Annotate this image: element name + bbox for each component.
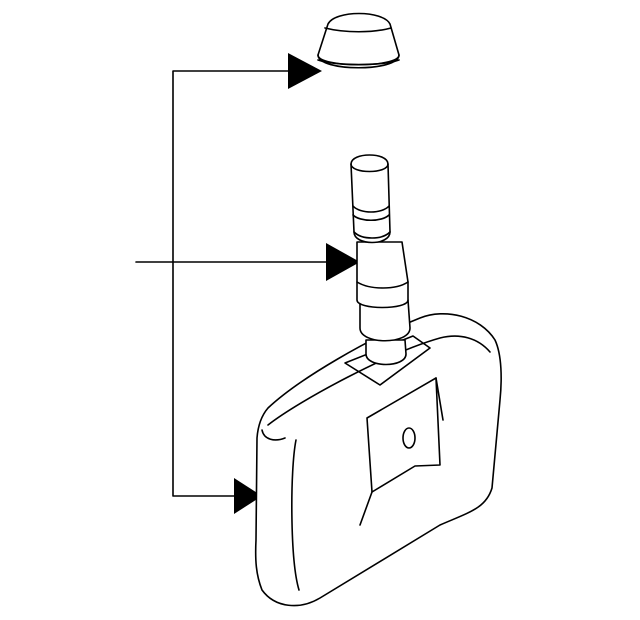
bracket-leader-line — [172, 70, 291, 497]
stem-arrowhead — [326, 243, 360, 281]
valve-stem — [350, 154, 411, 366]
callout-leader-lines — [135, 70, 331, 497]
sensor-arrowhead — [234, 478, 262, 514]
sensor-indicator-hole — [402, 427, 416, 449]
cap-arrowhead — [288, 53, 322, 89]
valve-cap — [317, 12, 400, 69]
